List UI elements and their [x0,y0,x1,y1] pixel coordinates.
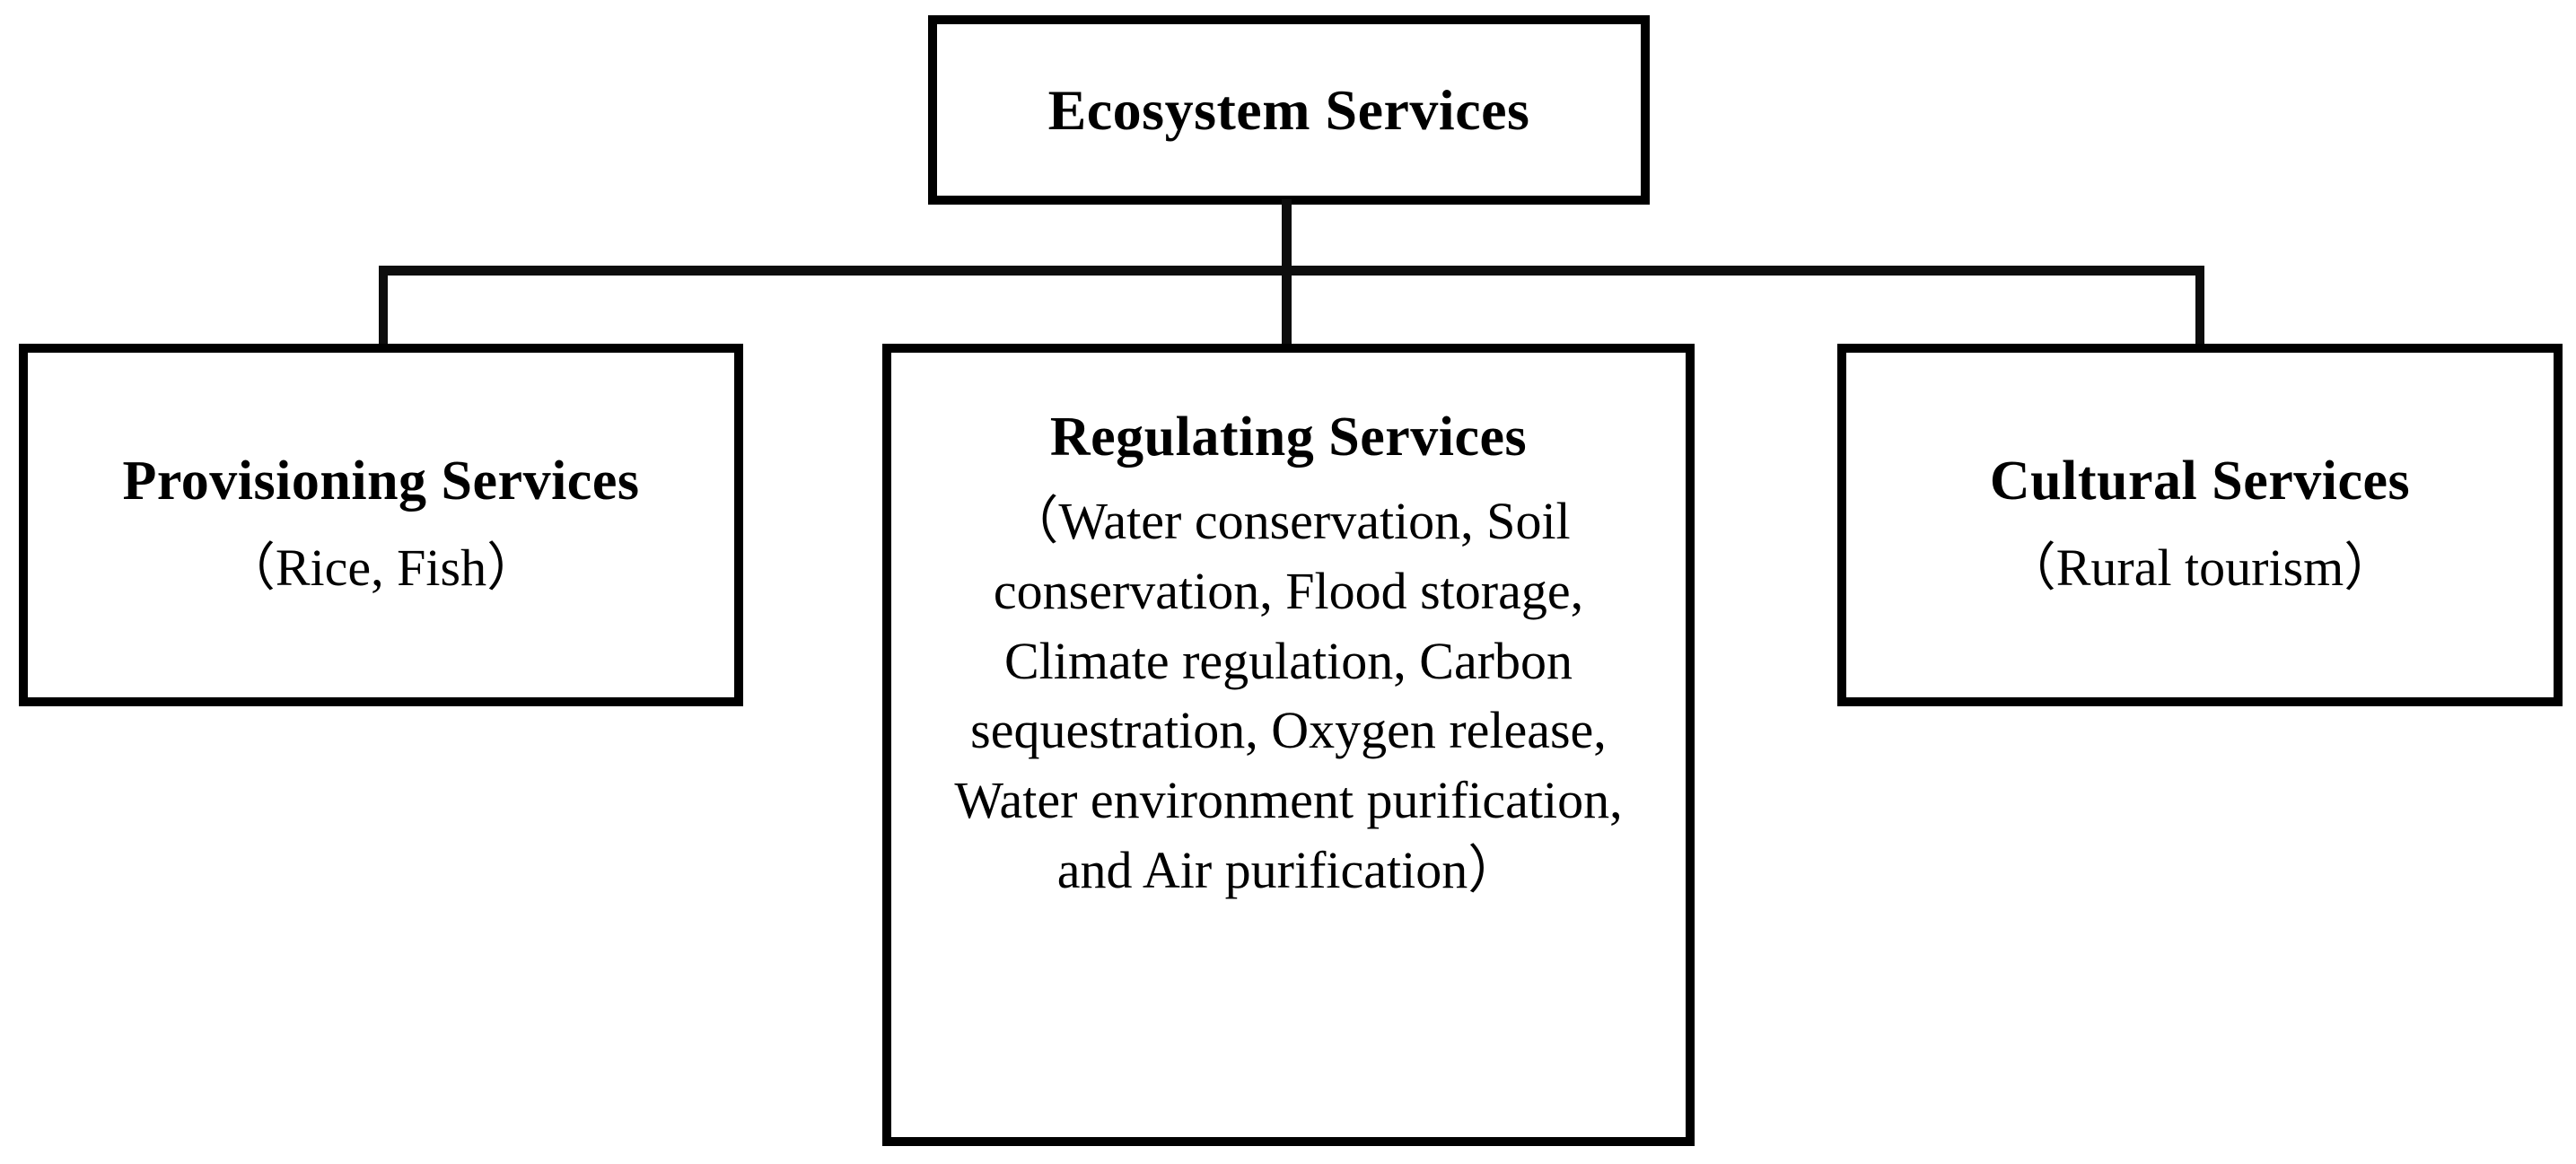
node-detail-regulating-services: （Water conservation, Soil conservation, … [954,492,1623,899]
connector-trunk-vertical [1282,199,1292,275]
node-title-provisioning-services: Provisioning Services [122,450,640,512]
connector-drop-cultural [2195,266,2204,348]
node-detail-provisioning-services: （Rice, Fish） [223,538,539,597]
node-title-regulating-services: Regulating Services [1049,407,1528,468]
node-box-ecosystem-services: Ecosystem Services [928,15,1650,205]
node-box-cultural-services: Cultural Services （Rural tourism） [1837,344,2563,706]
node-title-cultural-services: Cultural Services [1989,450,2411,512]
connector-drop-regulating [1282,266,1292,348]
node-detail-cultural-services: （Rural tourism） [2003,538,2396,597]
connector-horizontal-bus [379,266,2204,276]
node-box-provisioning-services: Provisioning Services （Rice, Fish） [19,344,743,706]
connector-drop-provisioning [379,266,388,348]
node-title-ecosystem-services: Ecosystem Services [1047,77,1530,142]
node-box-regulating-services: Regulating Services （Water conservation,… [882,344,1695,1146]
